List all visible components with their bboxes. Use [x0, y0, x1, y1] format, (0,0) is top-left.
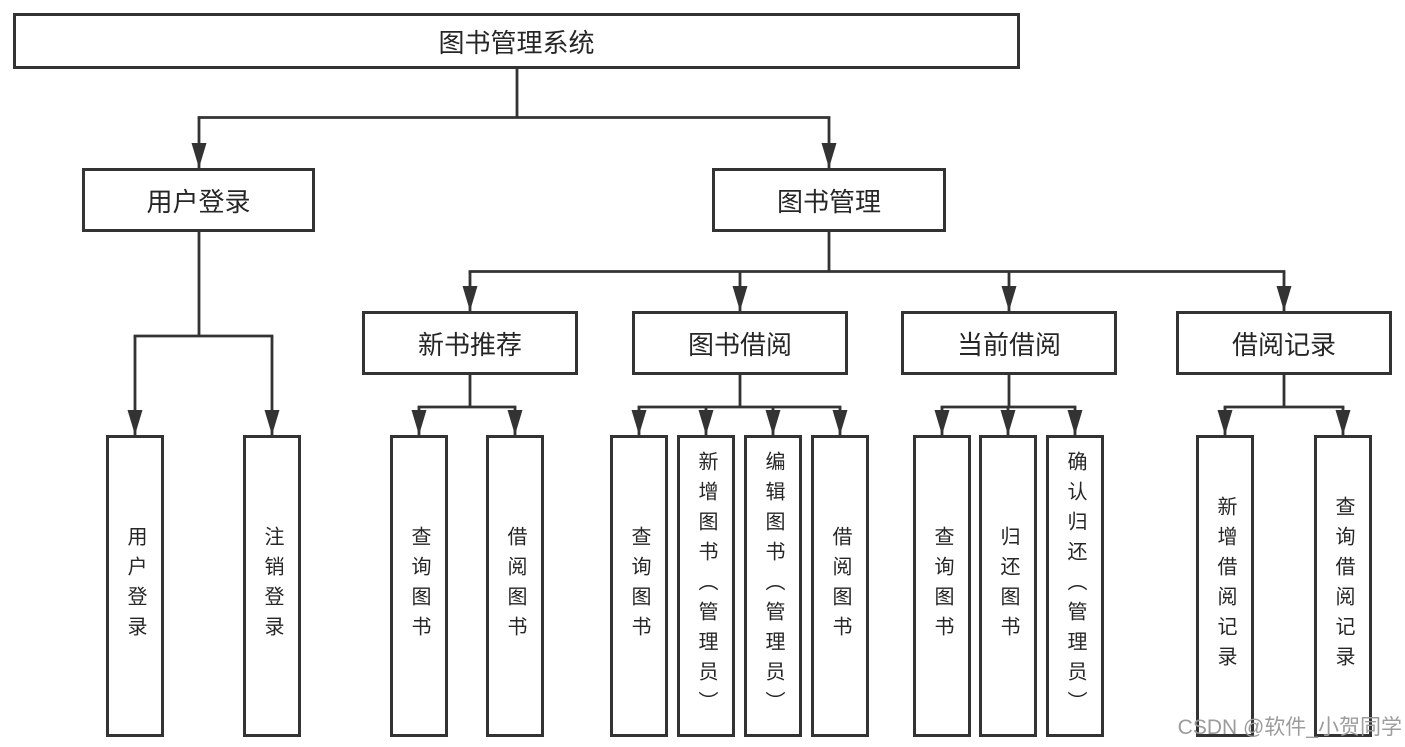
node-leaf-query-books-2: 查询图书 — [610, 435, 668, 737]
edges-user-login-to-leaves — [127, 232, 280, 435]
node-leaf-logout: 注销登录 — [243, 435, 301, 737]
edges-borrow-records-to-leaves — [1217, 375, 1351, 435]
node-leaf-query-books-1: 查询图书 — [390, 435, 448, 737]
node-user-login: 用户登录 — [82, 168, 315, 232]
node-leaf-borrow-books-1: 借阅图书 — [486, 435, 544, 737]
edges-current-borrow-to-leaves — [934, 375, 1083, 435]
node-root: 图书管理系统 — [13, 13, 1020, 69]
edges-book-borrow-to-leaves — [631, 375, 848, 435]
watermark: CSDN @软件_小贺同学 — [1177, 716, 1402, 739]
node-book-borrow: 图书借阅 — [632, 311, 848, 375]
node-leaf-borrow-books-2: 借阅图书 — [811, 435, 869, 737]
node-leaf-add-borrow-record: 新增借阅记录 — [1196, 435, 1254, 737]
node-leaf-add-book-admin: 新增图书（管理员） — [677, 435, 735, 737]
edges-root-to-level2 — [191, 69, 837, 168]
node-leaf-query-books-3: 查询图书 — [913, 435, 971, 737]
node-borrow-records: 借阅记录 — [1176, 311, 1392, 375]
node-leaf-user-login: 用户登录 — [106, 435, 164, 737]
edges-new-book-recommend-to-leaves — [411, 375, 523, 435]
edges-book-management-to-level3 — [462, 232, 1292, 311]
node-leaf-query-borrow-record: 查询借阅记录 — [1314, 435, 1372, 737]
node-leaf-confirm-return-admin: 确认归还（管理员） — [1046, 435, 1104, 737]
node-book-management: 图书管理 — [712, 168, 946, 232]
node-leaf-edit-book-admin: 编辑图书（管理员） — [744, 435, 802, 737]
node-current-borrow: 当前借阅 — [901, 311, 1117, 375]
node-leaf-return-book: 归还图书 — [979, 435, 1037, 737]
node-new-book-recommend: 新书推荐 — [362, 311, 578, 375]
